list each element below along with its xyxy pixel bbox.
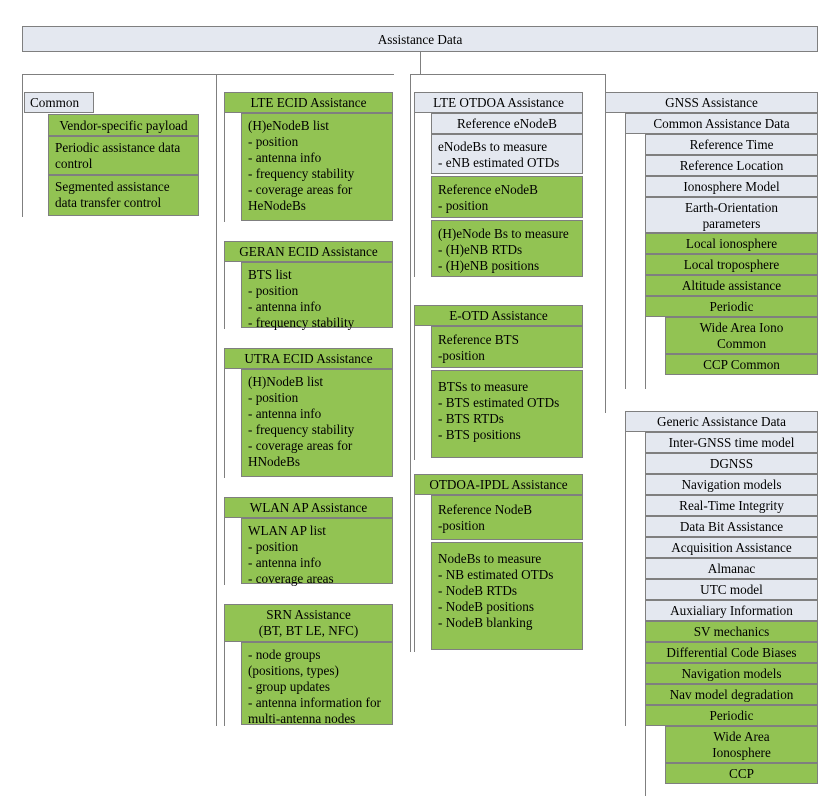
gnss-generic-periodic: Periodic bbox=[645, 705, 818, 726]
lte-otdoa-reference-enodeb: Reference eNodeB bbox=[431, 113, 583, 134]
common-item-1: Periodic assistance data control bbox=[48, 136, 199, 175]
srn-header: SRN Assistance (BT, BT LE, NFC) bbox=[224, 604, 393, 642]
srn-rail bbox=[224, 642, 242, 726]
gnss-common-green-1: Local troposphere bbox=[645, 254, 818, 275]
common-item-2: Segmented assistance data transfer contr… bbox=[48, 175, 199, 216]
root-drop-connector bbox=[420, 52, 421, 74]
gnss-common-item-1: Reference Location bbox=[645, 155, 818, 176]
gnss-generic-green-3: Nav model degradation bbox=[645, 684, 818, 705]
geran-ecid-rail bbox=[224, 262, 242, 329]
gnss-common-item-3: Earth-Orientation parameters bbox=[645, 197, 818, 233]
gnss-common-item-0: Reference Time bbox=[645, 134, 818, 155]
otdoa-ipdl-nodebs-to-measure: NodeBs to measure - NB estimated OTDs - … bbox=[431, 542, 583, 650]
lte-otdoa-enodebs-to-measure: eNodeBs to measure - eNB estimated OTDs bbox=[431, 134, 583, 174]
gnss-generic-item-5: Acquisition Assistance bbox=[645, 537, 818, 558]
eotd-header: E-OTD Assistance bbox=[414, 305, 583, 326]
lte-otdoa-henodebs-to-measure: (H)eNode Bs to measure - (H)eNB RTDs - (… bbox=[431, 220, 583, 277]
lte-otdoa-rail bbox=[414, 113, 432, 277]
gnss-generic-assistance-rail bbox=[625, 432, 645, 726]
gnss-common-assistance-rail bbox=[625, 134, 645, 389]
utra-ecid-rail bbox=[224, 369, 242, 478]
gnss-common-green-2: Altitude assistance bbox=[645, 275, 818, 296]
otdoa-ipdl-header: OTDOA-IPDL Assistance bbox=[414, 474, 583, 495]
wlan-ap-body: WLAN AP list - position - antenna info -… bbox=[241, 518, 393, 586]
lte-otdoa-reference-enodeb-position: Reference eNodeB - position bbox=[431, 176, 583, 218]
eotd-reference-bts: Reference BTS -position bbox=[431, 326, 583, 368]
gnss-rail bbox=[605, 113, 626, 413]
gnss-generic-item-7: UTC model bbox=[645, 579, 818, 600]
gnss-generic-item-1: DGNSS bbox=[645, 453, 818, 474]
gnss-generic-assistance-header: Generic Assistance Data bbox=[625, 411, 818, 432]
column2-rail bbox=[216, 74, 394, 726]
root-node-assistance-data: Assistance Data bbox=[22, 26, 818, 52]
eotd-btss-to-measure: BTSs to measure - BTS estimated OTDs - B… bbox=[431, 370, 583, 458]
lte-ecid-rail bbox=[224, 113, 242, 222]
gnss-generic-periodic-rail bbox=[645, 726, 665, 796]
geran-ecid-body: BTS list - position - antenna info - fre… bbox=[241, 262, 393, 330]
otdoa-ipdl-rail bbox=[414, 495, 432, 652]
gnss-common-green-0: Local ionosphere bbox=[645, 233, 818, 254]
geran-ecid-header: GERAN ECID Assistance bbox=[224, 241, 393, 262]
gnss-generic-item-3: Real-Time Integrity bbox=[645, 495, 818, 516]
gnss-generic-item-6: Almanac bbox=[645, 558, 818, 579]
lte-ecid-body: (H)eNodeB list - position - antenna info… bbox=[241, 113, 393, 221]
gnss-header: GNSS Assistance bbox=[605, 92, 818, 113]
utra-ecid-header: UTRA ECID Assistance bbox=[224, 348, 393, 369]
common-header: Common bbox=[24, 92, 94, 113]
wlan-ap-header: WLAN AP Assistance bbox=[224, 497, 393, 518]
gnss-generic-item-4: Data Bit Assistance bbox=[645, 516, 818, 537]
gnss-generic-green-2: Navigation models bbox=[645, 663, 818, 684]
top-bus-connector bbox=[410, 74, 606, 75]
gnss-branch-drop bbox=[605, 74, 606, 93]
gnss-common-periodic-child-0: Wide Area Iono Common bbox=[665, 317, 818, 354]
gnss-generic-green-1: Differential Code Biases bbox=[645, 642, 818, 663]
gnss-common-assistance-header: Common Assistance Data bbox=[625, 113, 818, 134]
otdoa-ipdl-reference-nodeb: Reference NodeB -position bbox=[431, 495, 583, 540]
gnss-common-periodic: Periodic bbox=[645, 296, 818, 317]
common-group-rail bbox=[22, 74, 220, 217]
wlan-ap-rail bbox=[224, 518, 242, 585]
gnss-generic-periodic-child-0: Wide Area Ionosphere bbox=[665, 726, 818, 763]
gnss-common-periodic-child-1: CCP Common bbox=[665, 354, 818, 375]
gnss-generic-item-0: Inter-GNSS time model bbox=[645, 432, 818, 453]
eotd-rail bbox=[414, 326, 432, 460]
gnss-generic-item-8: Auxialiary Information bbox=[645, 600, 818, 621]
gnss-common-item-2: Ionosphere Model bbox=[645, 176, 818, 197]
srn-body: - node groups (positions, types) - group… bbox=[241, 642, 393, 726]
utra-ecid-body: (H)NodeB list - position - antenna info … bbox=[241, 369, 393, 477]
common-item-0: Vendor-specific payload bbox=[48, 114, 199, 136]
gnss-common-periodic-rail bbox=[645, 317, 665, 389]
lte-otdoa-header: LTE OTDOA Assistance bbox=[414, 92, 583, 113]
gnss-generic-item-2: Navigation models bbox=[645, 474, 818, 495]
gnss-generic-green-0: SV mechanics bbox=[645, 621, 818, 642]
gnss-generic-periodic-child-1: CCP bbox=[665, 763, 818, 784]
lte-ecid-header: LTE ECID Assistance bbox=[224, 92, 393, 113]
